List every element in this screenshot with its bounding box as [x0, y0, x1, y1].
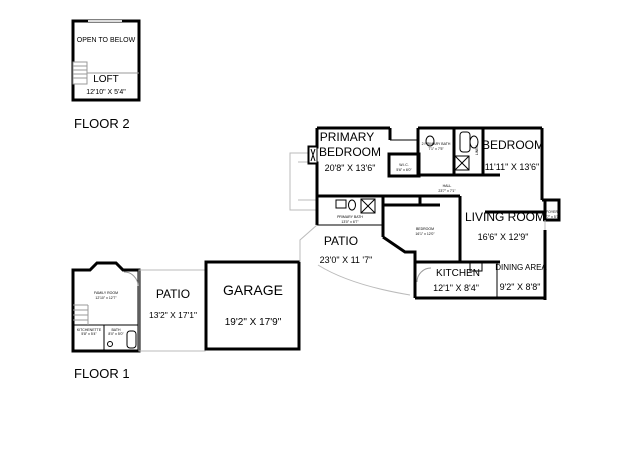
wic-size: 5'6" x 6'0"	[396, 168, 412, 172]
guest-house-plan: FAMILY ROOM 12'10" x 12'7" KITCHENETTE 5…	[71, 261, 141, 353]
bedroom-right-size: 11'11" X 13'6"	[485, 162, 540, 172]
kitchenette-name: KITCHENETTE	[77, 328, 102, 332]
living-room-size: 16'6" X 12'9"	[478, 232, 529, 242]
garage-size: 19'2" X 17'9"	[225, 317, 282, 328]
foyer-name: FOYER	[546, 210, 559, 214]
dining-area-name: DINING AREA	[495, 263, 547, 272]
primary-bath-size: 13'0" x 6'7"	[341, 220, 359, 224]
floor2-plan: OPEN TO BELOW LOFT 12'10" X 5'4"	[71, 19, 141, 102]
living-room-name: LIVING ROOM	[465, 210, 545, 224]
floor2-stairs-icon	[72, 61, 88, 85]
patio-left-size: 13'2" X 17'1"	[149, 310, 197, 320]
guest-house-outline	[71, 261, 141, 353]
shower-icon	[454, 155, 470, 171]
bathtub-icon	[459, 131, 471, 153]
bath-small-size: 8'0" x 5'0"	[108, 332, 124, 336]
primary-bedroom-name-1: PRIMARY	[320, 130, 374, 144]
foyer-size: 4'7" x 5'1"	[544, 215, 560, 219]
primary-bedroom-size: 20'8" X 13'6"	[325, 163, 376, 173]
patio-left-name: PATIO	[156, 287, 190, 301]
open-to-below-label: OPEN TO BELOW	[77, 37, 136, 44]
toilet-icon	[425, 135, 435, 147]
kitchen-size: 12'1" X 8'4"	[433, 283, 479, 293]
guest-stairs-icon	[73, 304, 89, 325]
hall-size: 23'7" x 7'1"	[438, 189, 456, 193]
patio-center-size: 23'0" X 11 '7"	[320, 255, 373, 265]
primary-bath-name: PRIMARY BATH	[337, 215, 363, 219]
patio-center-name: PATIO	[324, 234, 358, 248]
hall-name: HALL	[443, 184, 452, 188]
kitchen-name: KITCHEN	[436, 268, 480, 279]
second-bath-name: 2 PRIMARY BATH	[422, 142, 451, 146]
floor2-label: FLOOR 2	[74, 116, 130, 131]
door-swing-icon	[416, 267, 432, 283]
dining-area-size: 9'2" X 8'8"	[500, 282, 541, 292]
shower-icon	[360, 198, 376, 214]
toilet-icon	[107, 341, 113, 347]
garage-name: GARAGE	[223, 282, 283, 298]
toilet-icon	[469, 135, 479, 149]
patio-left: PATIO 13'2" X 17'1"	[138, 269, 206, 352]
garage-outline	[204, 260, 301, 351]
sink-icon	[335, 199, 347, 209]
main-house-plan: PRIMARY BEDROOM 20'8" X 13'6" W.I.C. 5'6…	[289, 126, 561, 300]
wic-outline	[387, 152, 421, 178]
floor1-label: FLOOR 1	[74, 366, 130, 381]
loft-name: LOFT	[93, 74, 119, 85]
wic-name: W.I.C.	[399, 163, 409, 167]
bedroom-center-size: 16'1" x 12'0"	[415, 232, 435, 236]
door-swing-icon	[123, 271, 139, 287]
garage: GARAGE 19'2" X 17'9"	[204, 260, 301, 351]
linen-label: LINEN	[475, 144, 479, 155]
bathtub-icon	[126, 330, 137, 349]
bedroom-right-name: BEDROOM	[482, 138, 544, 152]
bedroom-center-name: BEDROOM	[416, 227, 434, 231]
primary-bedroom-name-2: BEDROOM	[319, 145, 381, 159]
bath-small-name: BATH	[111, 328, 121, 332]
toilet-icon	[348, 199, 356, 211]
second-bath-size: 7'1" x 7'5"	[428, 147, 444, 151]
family-room-size: 12'10" x 12'7"	[95, 296, 117, 300]
kitchenette-size: 5'8" x 5'4"	[81, 332, 97, 336]
foyer-outline	[543, 198, 561, 222]
family-room-name: FAMILY ROOM	[94, 291, 118, 295]
loft-size: 12'10" X 5'4"	[86, 89, 126, 96]
range-icon	[469, 262, 483, 272]
